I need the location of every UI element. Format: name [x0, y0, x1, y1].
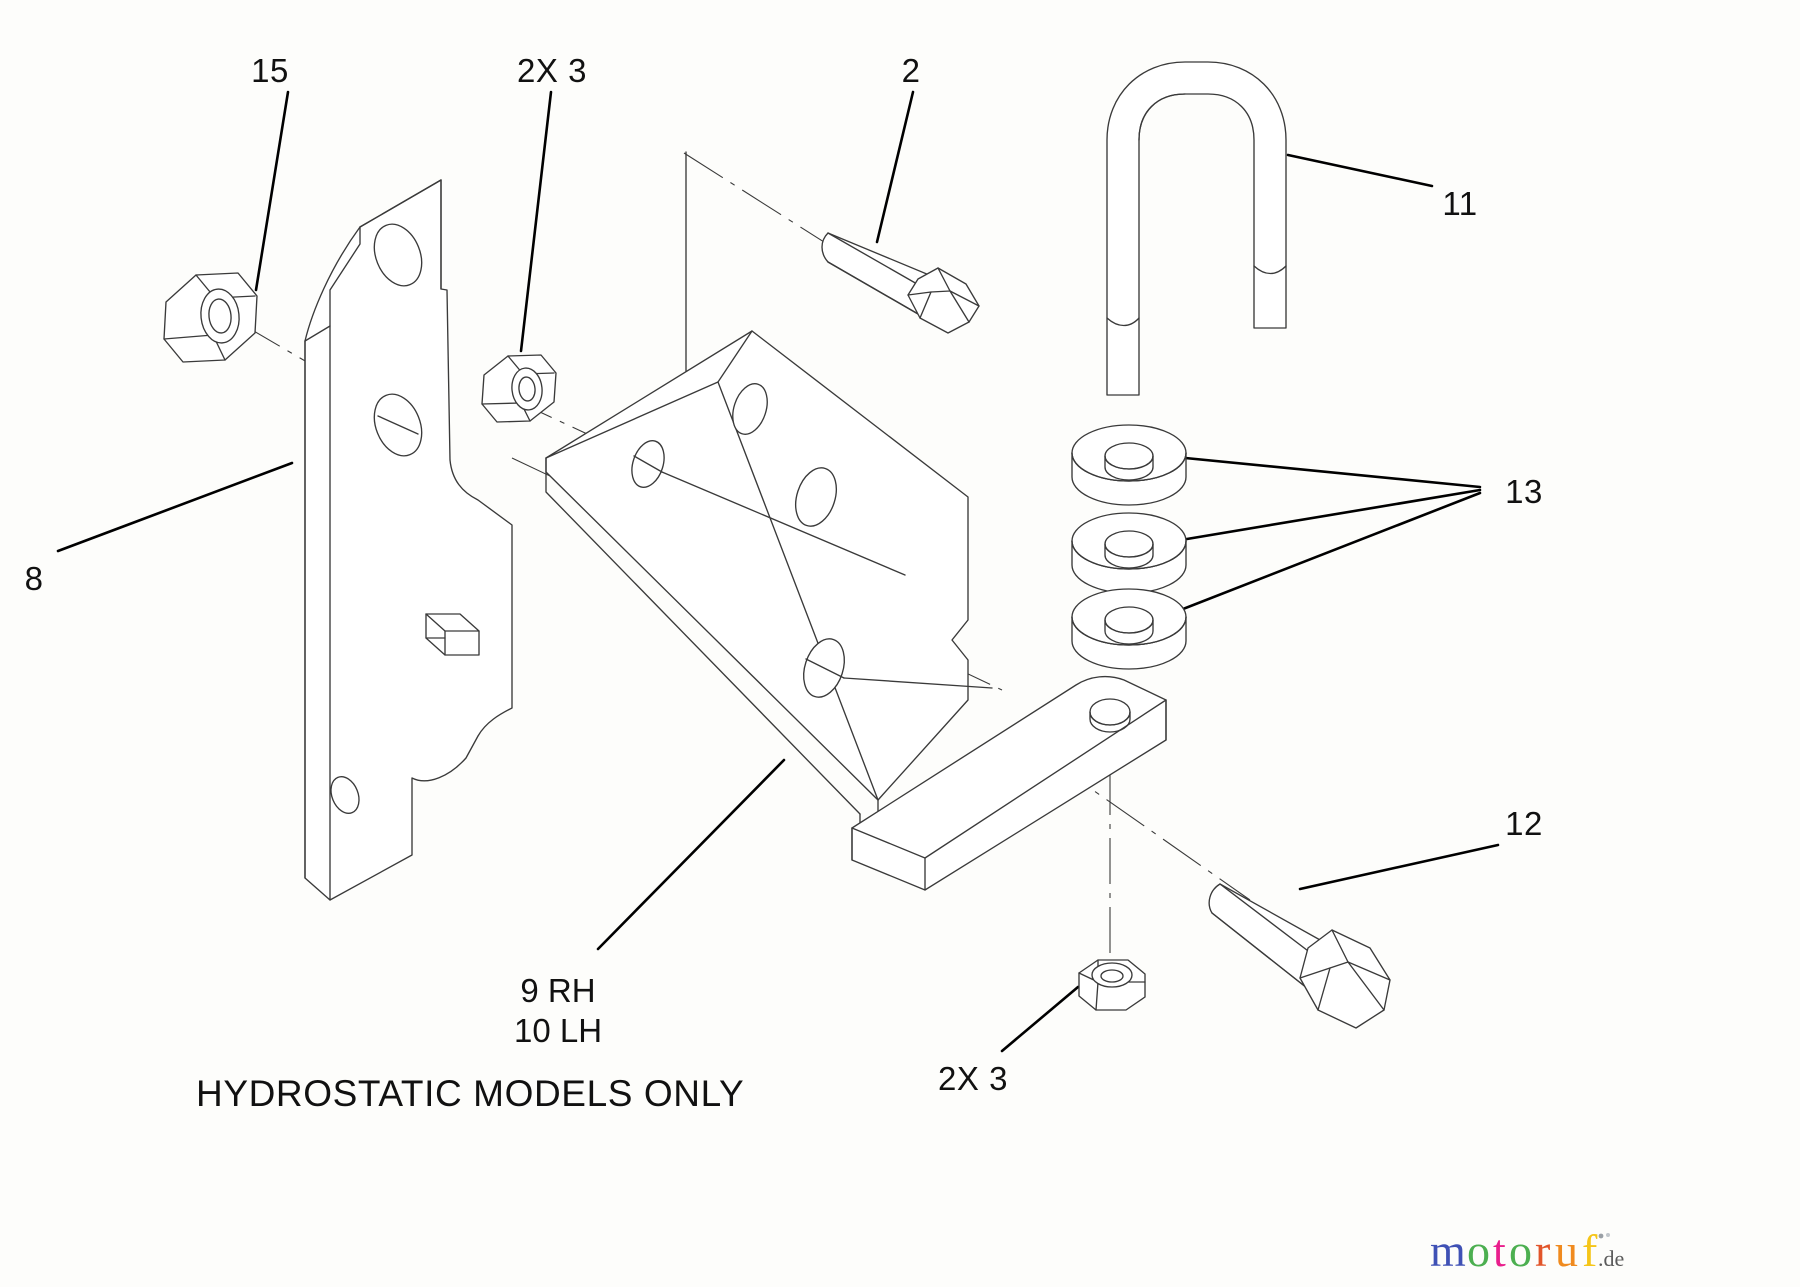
leader-13-c: [1158, 491, 1482, 620]
leader-15: [254, 90, 290, 292]
flat-washer-bottom: [1071, 588, 1187, 670]
leader-2: [875, 90, 915, 244]
wm-dot-icon: [1598, 1233, 1604, 1239]
leader-13-b: [1161, 488, 1482, 545]
leader-11: [1286, 153, 1434, 188]
callout-2x3-upper: 2X 3: [517, 52, 587, 89]
leader-lines: [56, 90, 1500, 1053]
flat-washer-top: [1071, 424, 1187, 506]
support-arm-bar: [851, 675, 1167, 891]
watermark-motoruf: m o t o r u f .de: [1430, 1222, 1730, 1278]
flat-washer-stack-13: [1071, 424, 1187, 670]
leader-2x3-lower: [1000, 985, 1080, 1053]
callout-12: 12: [1505, 805, 1543, 842]
leader-8: [56, 461, 294, 553]
callout-8: 8: [25, 560, 44, 597]
caption-models-note: HYDROSTATIC MODELS ONLY: [196, 1073, 744, 1114]
u-bolt-11: [1106, 61, 1287, 396]
vertical-mounting-plate-8: [304, 179, 513, 901]
hex-nut-3-lower: [1078, 959, 1146, 1011]
wm-tld: .de: [1598, 1246, 1624, 1271]
wm-letter-r: r: [1535, 1225, 1550, 1276]
flat-washer-middle: [1071, 512, 1187, 594]
leader-9-10: [596, 758, 786, 951]
hex-bolt-2: [821, 232, 980, 334]
callout-15: 15: [251, 52, 289, 89]
leader-13-a: [1163, 454, 1482, 489]
wm-letter-t: t: [1493, 1225, 1506, 1276]
wm-dot2-icon: [1606, 1233, 1610, 1237]
callout-2: 2: [902, 52, 921, 89]
leader-2x3-upper: [519, 90, 553, 353]
wm-letter-o2: o: [1509, 1225, 1532, 1276]
caption-bracket-lh: 10 LH: [514, 1012, 602, 1049]
hex-nut-3-upper: [481, 354, 557, 423]
callout-11: 11: [1442, 185, 1477, 222]
hex-bolt-12: [1208, 883, 1391, 1029]
wm-letter-o1: o: [1467, 1225, 1490, 1276]
leader-12: [1298, 843, 1500, 891]
angled-bracket-9-10: [545, 330, 993, 846]
wm-letter-u: u: [1555, 1225, 1578, 1276]
caption-bracket-rh: 9 RH: [520, 972, 595, 1009]
callout-2x3-lower: 2X 3: [938, 1060, 1008, 1097]
wm-letter-f: f: [1582, 1225, 1598, 1276]
axis-bolt2: [683, 152, 847, 257]
callout-13: 13: [1505, 473, 1543, 510]
watermark-logo: m o t o r u f .de: [1430, 1225, 1624, 1276]
wm-letter-m: m: [1430, 1225, 1466, 1276]
hex-nut-15: [163, 272, 258, 363]
